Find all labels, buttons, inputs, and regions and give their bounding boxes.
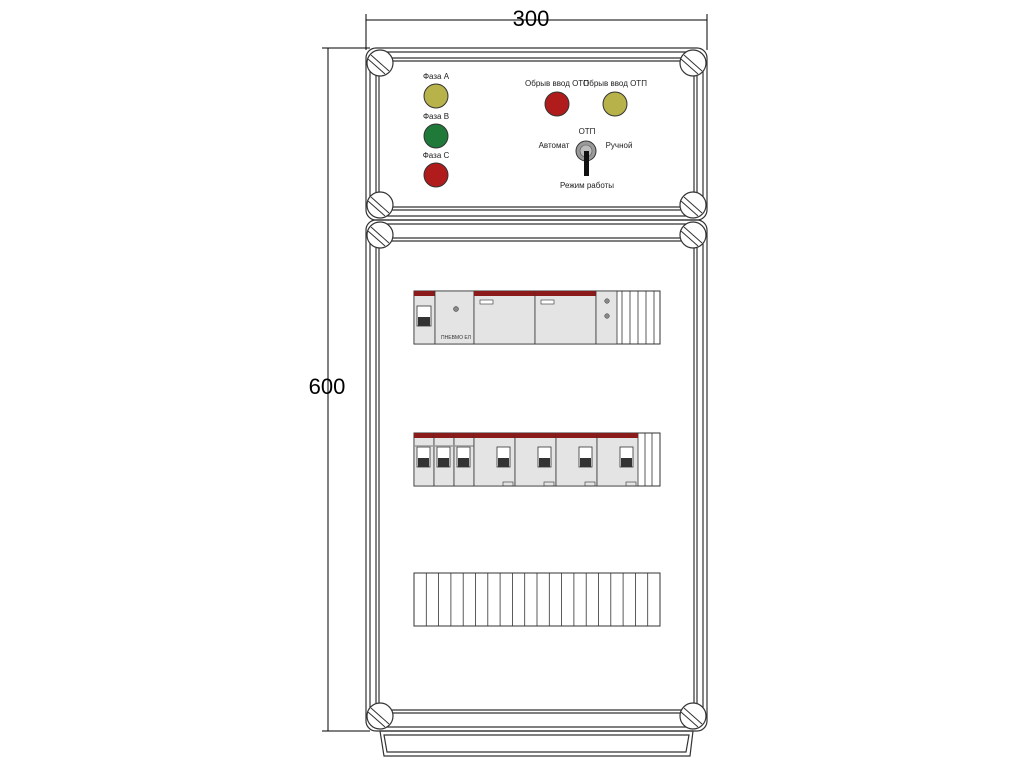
screw-bottom-right [679, 702, 707, 730]
screw-top-right [679, 49, 707, 77]
status-lamp-2-label: Обрыв ввод ОТП [583, 79, 647, 88]
row1-blank-slots [621, 291, 655, 344]
status-lamp-1-label: Обрыв ввод ОТП [525, 79, 589, 88]
mode-right-label: Ручной [606, 141, 633, 150]
row2-breaker-6 [555, 432, 598, 487]
height-dimension-label: 600 [309, 374, 346, 399]
screw-top-left [366, 49, 394, 77]
phase-c-label: Фаза С [423, 151, 450, 160]
row1-device-label: ПНЕВМО ЕЛ [441, 335, 471, 341]
mode-left-label: Автомат [539, 141, 570, 150]
row2-blank-slots [644, 433, 653, 486]
enclosure-base [379, 730, 694, 757]
row1-contactor-2 [534, 290, 597, 345]
phase-a-label: Фаза А [423, 72, 450, 81]
screw-mid-left-lower [366, 221, 394, 249]
din-row-2 [413, 432, 661, 487]
screw-mid-right-upper [679, 191, 707, 219]
mode-bottom-label: Режим работы [560, 181, 614, 190]
screw-bottom-left [366, 702, 394, 730]
row2-breaker-1 [413, 432, 435, 487]
row2-breaker-7 [596, 432, 639, 487]
row2-breaker-2 [433, 432, 455, 487]
phase-b-label: Фаза В [423, 112, 449, 121]
mode-top-label: ОТП [579, 127, 596, 136]
row2-breaker-3 [453, 432, 475, 487]
din-row-1: ПНЕВМО ЕЛ [413, 290, 661, 345]
din-row-3 [413, 572, 661, 627]
phase-b-lamp [423, 123, 449, 149]
row2-breaker-4 [473, 432, 516, 487]
row2-breaker-5 [514, 432, 557, 487]
screw-mid-left-upper [366, 191, 394, 219]
width-dimension-label: 300 [513, 6, 550, 31]
row1-aux-module [595, 290, 618, 345]
row1-contactor-1 [473, 290, 536, 345]
screw-mid-right-lower [679, 221, 707, 249]
status-lamp-1 [544, 91, 570, 117]
height-dimension [322, 47, 370, 732]
row1-breaker-module [413, 290, 436, 345]
row1-relay-module: ПНЕВМО ЕЛ [434, 290, 475, 345]
status-lamp-2 [602, 91, 628, 117]
width-dimension [365, 14, 708, 50]
row3-blank-slots [425, 573, 649, 626]
top-enclosure [365, 47, 708, 221]
phase-a-lamp [423, 83, 449, 109]
phase-c-lamp [423, 162, 449, 188]
mode-selector-switch[interactable] [575, 140, 597, 176]
